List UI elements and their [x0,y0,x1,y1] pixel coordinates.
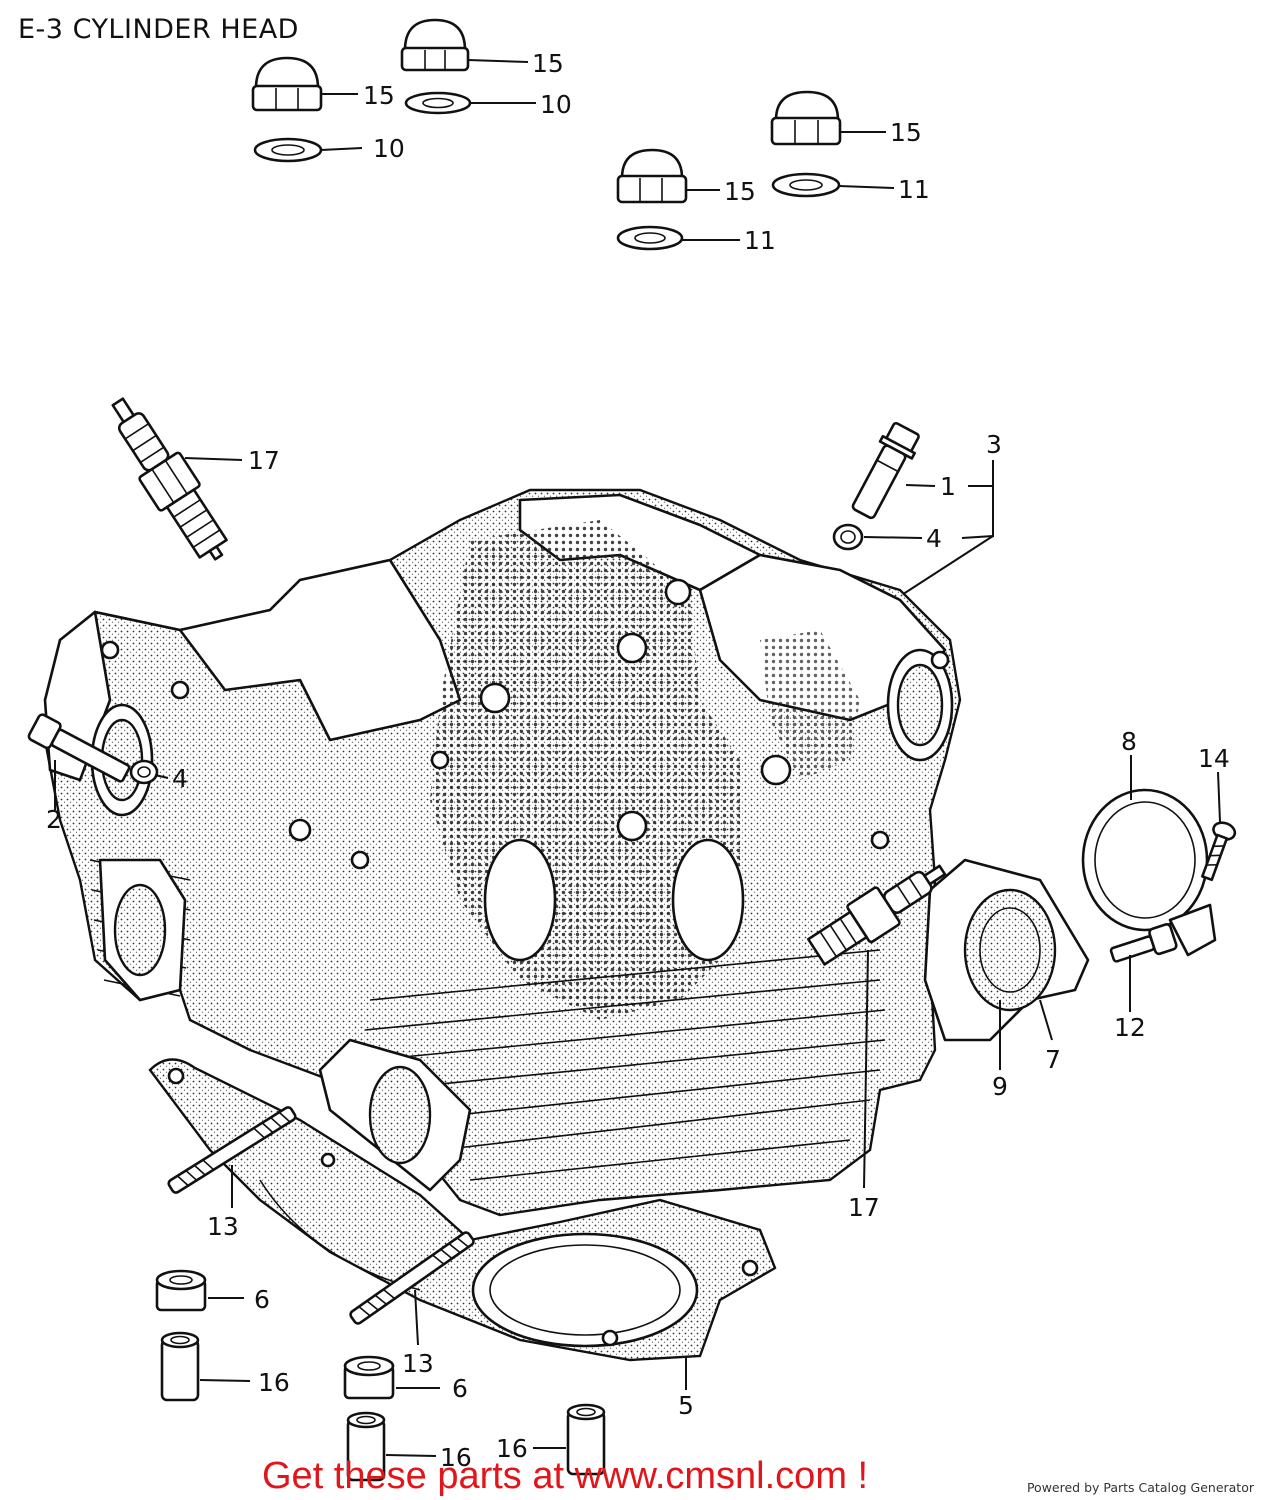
callout-label: 17 [248,446,280,475]
acorn-nut-icon [616,148,688,204]
leader-line [385,1454,437,1457]
callout-label: 15 [363,81,395,110]
washer-icon [404,91,472,115]
callout-label: 2 [46,805,62,834]
washer-icon [616,225,684,251]
acorn-nut-icon [770,90,842,146]
callout-label: 1 [940,472,956,501]
callout-label: 16 [440,1443,472,1472]
spark-plug-icon [806,864,947,966]
callout-label: 15 [724,177,756,206]
washer-icon [253,137,323,163]
callout-label: 13 [402,1349,434,1378]
screw-icon [1201,821,1237,882]
spark-plug-icon [111,397,228,561]
callout-label: 10 [373,134,405,163]
callout-label: 3 [986,430,1002,459]
leader-line [1217,771,1221,823]
callout-label: 8 [1121,727,1137,756]
o-ring-icon [129,759,159,785]
leader-line [1039,999,1053,1041]
callout-label: 15 [890,118,922,147]
leader-line [154,774,169,779]
stud-bolt-icon [167,1106,297,1194]
callout-label: 13 [207,1212,239,1241]
callout-label: 4 [926,524,942,553]
collar-icon [343,1355,395,1400]
o-ring-icon [832,523,864,551]
callout-label: 14 [1198,744,1230,773]
stud-bolt-icon [349,1231,475,1325]
leader-line [414,1289,419,1346]
bolt-icon [27,713,131,783]
callout-label: 6 [452,1374,468,1403]
callout-label: 5 [678,1391,694,1420]
acorn-nut-icon [400,18,470,72]
acorn-nut-icon [251,56,323,112]
callout-label: 4 [172,764,188,793]
dowel-pin-icon [566,1403,606,1476]
leader-line [863,949,869,1189]
promo-link[interactable]: Get these parts at www.cmsnl.com ! [262,1455,869,1497]
hose-clamp-icon [1081,788,1217,957]
washer-icon [771,172,841,198]
page-title: E-3 CYLINDER HEAD [18,14,299,45]
leader-lines-right-top [863,460,994,601]
callout-label: 12 [1114,1013,1146,1042]
callout-label: 6 [254,1285,270,1314]
collar-icon [155,1269,207,1312]
cylinder-head-casting-icon [43,488,1090,1362]
callout-label: 15 [532,49,564,78]
callout-label: 7 [1045,1045,1061,1074]
callout-label: 17 [848,1193,880,1222]
callout-labels: 15 15 10 10 15 11 15 11 17 3 1 4 4 2 8 1… [46,49,1230,1472]
callout-label: 16 [496,1434,528,1463]
callout-label: 16 [258,1368,290,1397]
leader-line [184,457,243,461]
dowel-pin-icon [346,1411,386,1482]
callout-label: 10 [540,90,572,119]
callout-label: 11 [898,175,930,204]
callout-label: 11 [744,226,776,255]
bolt-icon [851,421,920,520]
bolt-icon [1109,923,1178,963]
leader-lines-top [320,59,895,241]
dowel-pin-icon [160,1331,200,1402]
credit-text: Powered by Parts Catalog Generator [1026,1480,1254,1495]
callout-label: 9 [992,1072,1008,1101]
leader-line [199,1379,251,1382]
